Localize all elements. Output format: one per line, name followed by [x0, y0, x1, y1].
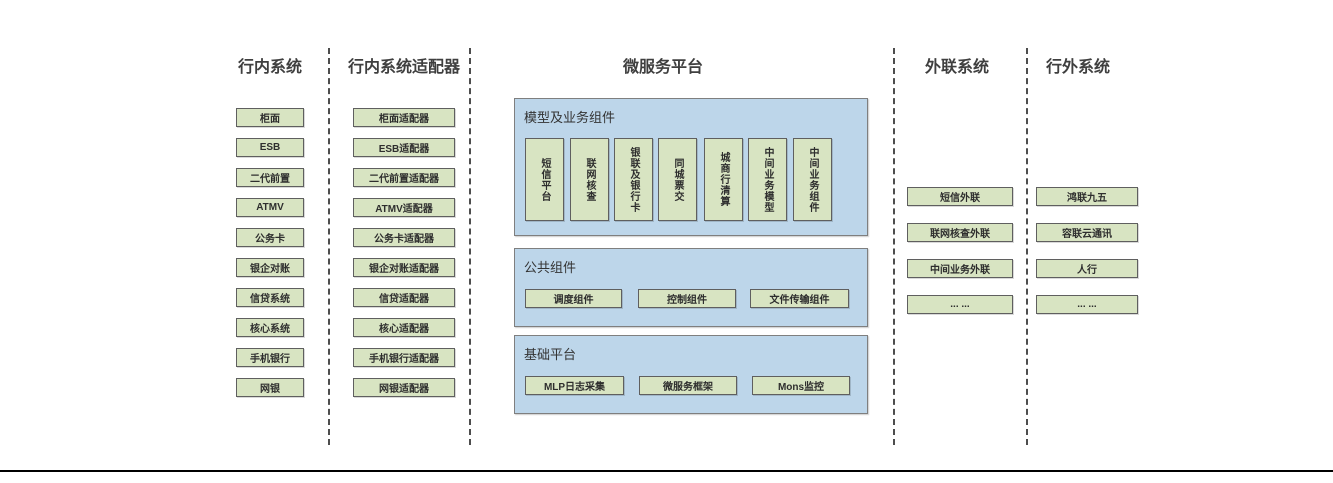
outside-system-box: ... ... [1036, 295, 1138, 314]
adapter-box: 核心适配器 [353, 318, 455, 337]
header-microservice-platform: 微服务平台 [622, 59, 703, 76]
adapter-box: 信贷适配器 [353, 288, 455, 307]
container-label: 模型及业务组件 [524, 110, 616, 125]
adapter-box: 公务卡适配器 [353, 228, 455, 247]
model-component-box: 中间业务模型 [748, 138, 787, 221]
outside-system-box: 鸿联九五 [1036, 187, 1138, 206]
internal-system-box: ESB [236, 138, 304, 157]
internal-system-box: 公务卡 [236, 228, 304, 247]
outside-system-box: 人行 [1036, 259, 1138, 278]
header-internal-systems: 行内系统 [237, 59, 302, 76]
base-platform-box: MLP日志采集 [525, 376, 624, 395]
internal-system-box: 手机银行 [236, 348, 304, 367]
container-label: 公共组件 [524, 260, 577, 275]
base-platform-box: Mons监控 [752, 376, 850, 395]
model-component-box: 银联及银行卡 [614, 138, 653, 221]
header-internal-adapters: 行内系统适配器 [347, 59, 460, 76]
public-component-box: 调度组件 [525, 289, 622, 308]
internal-system-box: 柜面 [236, 108, 304, 127]
internal-system-box: 核心系统 [236, 318, 304, 337]
container-label: 基础平台 [524, 347, 577, 362]
header-outside-systems: 行外系统 [1045, 59, 1110, 76]
base-platform-box: 微服务框架 [639, 376, 737, 395]
bottom-rule-line [0, 470, 1333, 472]
model-component-box: 中间业务组件 [793, 138, 832, 221]
model-component-box: 同城票交 [658, 138, 697, 221]
container-public-components: 公共组件 调度组件 控制组件 文件传输组件 [514, 248, 868, 327]
external-link-box: 中间业务外联 [907, 259, 1013, 278]
adapter-box: 银企对账适配器 [353, 258, 455, 277]
outside-system-box: 容联云通讯 [1036, 223, 1138, 242]
internal-system-box: 银企对账 [236, 258, 304, 277]
divider-line [1026, 48, 1028, 445]
internal-system-box: 网银 [236, 378, 304, 397]
model-component-box: 城商行清算 [704, 138, 743, 221]
divider-line [893, 48, 895, 445]
external-link-box: ... ... [907, 295, 1013, 314]
divider-line [469, 48, 471, 445]
divider-line [328, 48, 330, 445]
header-external-link-systems: 外联系统 [924, 59, 989, 76]
adapter-box: 手机银行适配器 [353, 348, 455, 367]
adapter-box: ESB适配器 [353, 138, 455, 157]
internal-system-box: ATMV [236, 198, 304, 217]
public-component-box: 控制组件 [638, 289, 736, 308]
external-link-box: 短信外联 [907, 187, 1013, 206]
public-component-box: 文件传输组件 [750, 289, 849, 308]
adapter-box: ATMV适配器 [353, 198, 455, 217]
adapter-box: 柜面适配器 [353, 108, 455, 127]
adapter-box: 网银适配器 [353, 378, 455, 397]
adapter-box: 二代前置适配器 [353, 168, 455, 187]
container-model-business-components: 模型及业务组件 短信平台 联网核查 银联及银行卡 同城票交 城商行清算 中间业务… [514, 98, 868, 236]
model-component-box: 联网核查 [570, 138, 609, 221]
internal-system-box: 二代前置 [236, 168, 304, 187]
external-link-box: 联网核查外联 [907, 223, 1013, 242]
model-component-box: 短信平台 [525, 138, 564, 221]
internal-system-box: 信贷系统 [236, 288, 304, 307]
container-base-platform: 基础平台 MLP日志采集 微服务框架 Mons监控 [514, 335, 868, 414]
